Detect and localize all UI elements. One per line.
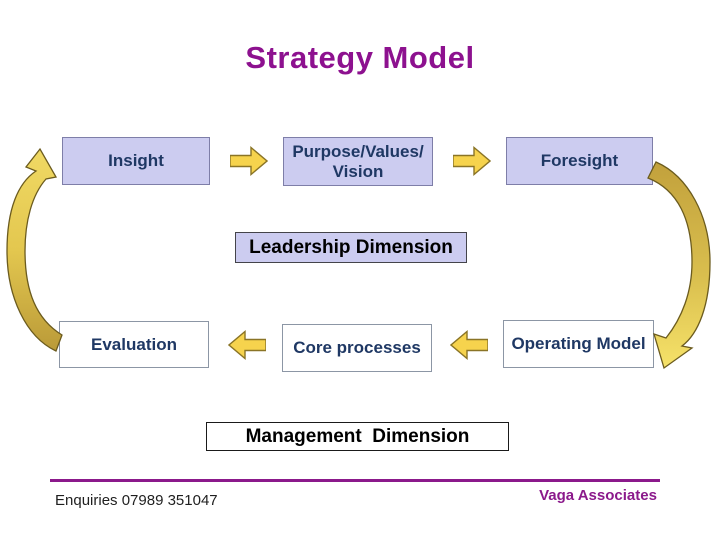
- box-foresight-label: Foresight: [540, 151, 619, 171]
- box-insight-label: Insight: [108, 151, 164, 171]
- cycle-arrow-down-right-icon: [647, 161, 711, 370]
- box-leadership-dimension-label: Leadership Dimension: [249, 236, 453, 258]
- enquiries-text: Enquiries 07989 351047: [55, 492, 218, 509]
- flow-arrow-left-icon: [450, 330, 488, 360]
- box-purpose-values-vision: Purpose/Values/ Vision: [283, 137, 433, 186]
- page-title: Strategy Model: [245, 40, 475, 75]
- box-insight: Insight: [62, 137, 210, 185]
- box-evaluation-label: Evaluation: [91, 334, 177, 354]
- box-core-processes: Core processes: [282, 324, 432, 372]
- box-purpose-values-vision-label: Purpose/Values/ Vision: [292, 141, 424, 181]
- box-operating-model: Operating Model: [503, 320, 654, 368]
- box-management-dimension: Management Dimension: [206, 422, 509, 451]
- box-leadership-dimension: Leadership Dimension: [235, 232, 467, 263]
- box-foresight: Foresight: [506, 137, 653, 185]
- flow-arrow-right-icon: [230, 146, 268, 176]
- footer-divider: [50, 479, 660, 482]
- box-evaluation: Evaluation: [59, 321, 209, 368]
- cycle-arrow-up-left-icon: [6, 147, 63, 352]
- box-operating-model-label: Operating Model: [511, 334, 646, 354]
- brand-text: Vaga Associates: [539, 487, 657, 504]
- box-management-dimension-label: Management Dimension: [245, 425, 470, 447]
- flow-arrow-right-icon: [453, 146, 491, 176]
- flow-arrow-left-icon: [228, 330, 266, 360]
- box-core-processes-label: Core processes: [293, 338, 421, 358]
